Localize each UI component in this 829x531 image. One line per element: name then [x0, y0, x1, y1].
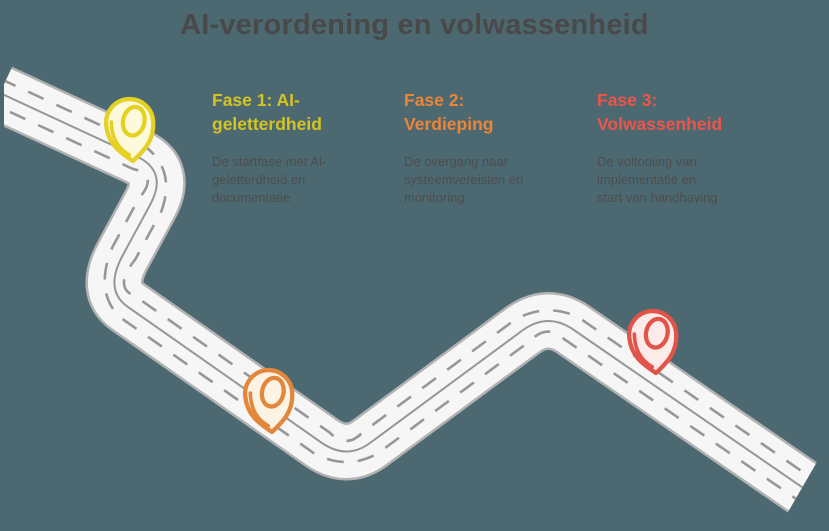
phase-1-description: De startfase met AI- geletterdheid en do… — [212, 154, 327, 205]
phase-1-heading: Fase 1: AI- geletterdheid — [212, 90, 322, 134]
infographic-title: AI-verordening en volwassenheid — [180, 9, 649, 41]
phase-2-heading: Fase 2: Verdieping — [404, 90, 494, 134]
phase-3-column: Fase 3: Volwassenheid De voltooiing van … — [597, 88, 782, 206]
road-lane-dashes-left — [4, 80, 821, 485]
phase-3-description: De voltooiing van implementatie en start… — [597, 154, 718, 205]
road-lane-dashes-right — [4, 103, 806, 506]
road — [4, 66, 829, 518]
phase-2-description: De overgang naar systeemvereisten en mon… — [404, 154, 524, 205]
phase-2-column: Fase 2: Verdieping De overgang naar syst… — [404, 88, 589, 206]
road-center-line — [4, 92, 813, 495]
phase-3-heading: Fase 3: Volwassenheid — [597, 90, 723, 134]
phase-1-column: Fase 1: AI- geletterdheid De startfase m… — [212, 88, 397, 206]
